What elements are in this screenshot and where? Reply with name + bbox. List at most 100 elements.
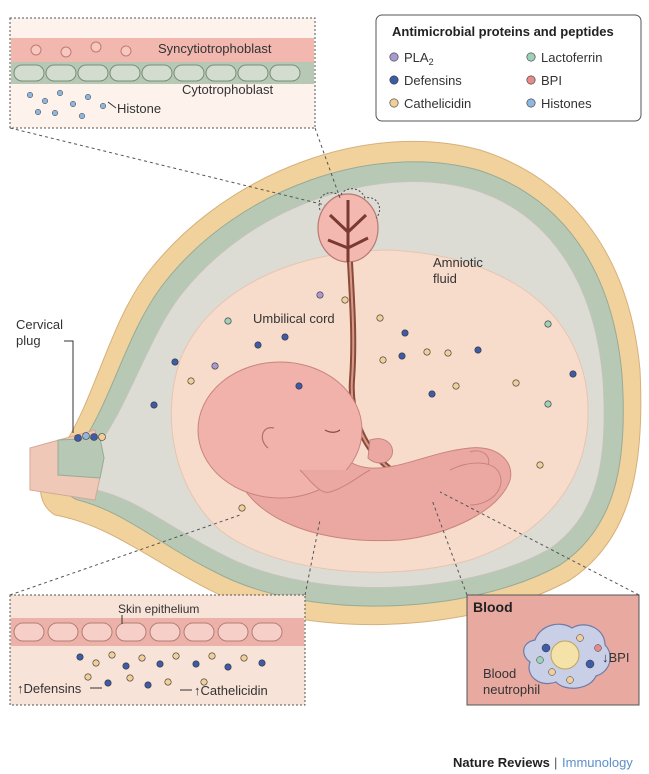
cyto-cell bbox=[142, 65, 172, 81]
blood-inset: Blood ↓BPI Blood neutrophil bbox=[467, 595, 639, 705]
skin-dot-cathelicidin bbox=[93, 660, 99, 666]
amp-dot-cathelicidin bbox=[377, 315, 383, 321]
skin-cell bbox=[48, 623, 78, 641]
amp-dot-lactoferrin bbox=[545, 401, 551, 407]
skin-dot-cathelicidin bbox=[209, 653, 215, 659]
amp-dot-defensin bbox=[475, 347, 481, 353]
granule-bpi bbox=[595, 645, 602, 652]
footer-journal: Immunology bbox=[562, 755, 633, 770]
cervical-plug-label: plug bbox=[16, 333, 41, 348]
amp-dot-defensin bbox=[282, 334, 288, 340]
legend-swatch-histones bbox=[527, 99, 535, 107]
skin-dot-defensin bbox=[77, 654, 83, 660]
amp-dot-cathelicidin bbox=[342, 297, 348, 303]
cyto-cell bbox=[110, 65, 140, 81]
cervical-plug-leader bbox=[64, 341, 73, 433]
histone-dot bbox=[27, 92, 33, 98]
skin-dot-defensin bbox=[157, 661, 163, 667]
histone-dot bbox=[85, 94, 91, 100]
syncytio-nucleus bbox=[31, 45, 41, 55]
skin-cell bbox=[184, 623, 214, 641]
histone-dot bbox=[79, 113, 85, 119]
histone-dot bbox=[100, 103, 106, 109]
skin-dot-cathelicidin bbox=[165, 679, 171, 685]
legend-swatch-bpi bbox=[527, 76, 535, 84]
amp-dot-defensin bbox=[402, 330, 408, 336]
amp-dot-cathelicidin bbox=[513, 380, 519, 386]
granule-defensin bbox=[542, 644, 550, 652]
blood-neutrophil-label: neutrophil bbox=[483, 682, 540, 697]
amp-dot-cathelicidin bbox=[239, 505, 245, 511]
defensins-up-label: ↑Defensins bbox=[17, 681, 82, 696]
cyto-cell bbox=[270, 65, 300, 81]
legend-label-defensins: Defensins bbox=[404, 73, 462, 88]
skin-dot-cathelicidin bbox=[85, 674, 91, 680]
histone-dot bbox=[42, 98, 48, 104]
skin-dot-cathelicidin bbox=[139, 655, 145, 661]
cervical-plug-label: Cervical bbox=[16, 317, 63, 332]
granule-cathelicidin bbox=[577, 635, 584, 642]
footer-separator: | bbox=[554, 755, 557, 770]
granule-lactoferrin bbox=[537, 657, 544, 664]
skin-cell bbox=[150, 623, 180, 641]
skin-dot-defensin bbox=[145, 682, 151, 688]
skin-epithelium-label: Skin epithelium bbox=[118, 602, 199, 616]
legend-label-cathelicidin: Cathelicidin bbox=[404, 96, 471, 111]
placenta-inset: Syncytiotrophoblast Cytotrophoblast Hist… bbox=[10, 18, 315, 128]
histone-dot bbox=[57, 90, 63, 96]
skin-dot-cathelicidin bbox=[173, 653, 179, 659]
legend-label-histones: Histones bbox=[541, 96, 592, 111]
legend-swatch-cathelicidin bbox=[390, 99, 398, 107]
footer: Nature Reviews | Immunology bbox=[453, 755, 633, 770]
fetus-hand bbox=[368, 439, 393, 463]
granule-cathelicidin bbox=[567, 677, 574, 684]
amp-dot-defensin bbox=[399, 353, 405, 359]
legend-label-bpi: BPI bbox=[541, 73, 562, 88]
amniotic-fluid-label: fluid bbox=[433, 271, 457, 286]
amp-dot-cathelicidin bbox=[453, 383, 459, 389]
neutrophil-nucleus bbox=[551, 641, 579, 669]
amp-dot-defensin bbox=[172, 359, 178, 365]
skin-cell bbox=[14, 623, 44, 641]
skin-cell bbox=[116, 623, 146, 641]
cyto-cell bbox=[206, 65, 236, 81]
cyto-cell bbox=[46, 65, 76, 81]
cervical-plug-dot bbox=[91, 434, 98, 441]
skin-dot-cathelicidin bbox=[241, 655, 247, 661]
syncytiotrophoblast-label: Syncytiotrophoblast bbox=[158, 41, 272, 56]
cytotrophoblast-label: Cytotrophoblast bbox=[182, 82, 273, 97]
amp-dot-cathelicidin bbox=[445, 350, 451, 356]
syncytio-nucleus bbox=[91, 42, 101, 52]
amp-dot-cathelicidin bbox=[380, 357, 386, 363]
cervical-plug-dot bbox=[83, 433, 90, 440]
skin-dot-defensin bbox=[123, 663, 129, 669]
skin-cell bbox=[82, 623, 112, 641]
cyto-cell bbox=[174, 65, 204, 81]
legend-label-pla2-main: PLA bbox=[404, 50, 429, 65]
amp-dot-defensin bbox=[570, 371, 576, 377]
syncytio-nucleus bbox=[61, 47, 71, 57]
umbilical-cord-label: Umbilical cord bbox=[253, 311, 335, 326]
cervical-plug-dot bbox=[99, 434, 106, 441]
amp-dot-cathelicidin bbox=[537, 462, 543, 468]
legend-swatch-pla2 bbox=[390, 53, 398, 61]
cyto-cell bbox=[78, 65, 108, 81]
skin-cell bbox=[218, 623, 248, 641]
amp-dot-pla2 bbox=[317, 292, 323, 298]
skin-inset: Skin epithelium ↑Defensins ↑Cathelicidin bbox=[10, 595, 305, 705]
cytotrophoblast-cells bbox=[14, 65, 300, 81]
skin-dot-cathelicidin bbox=[109, 652, 115, 658]
blood-title: Blood bbox=[473, 599, 513, 615]
histone-dot bbox=[35, 109, 41, 115]
bpi-down-label: ↓BPI bbox=[602, 650, 629, 665]
amp-dot-cathelicidin bbox=[424, 349, 430, 355]
syncytio-nucleus bbox=[121, 46, 131, 56]
skin-dot-cathelicidin bbox=[127, 675, 133, 681]
amp-dot-defensin bbox=[255, 342, 261, 348]
histone-label: Histone bbox=[117, 101, 161, 116]
legend: Antimicrobial proteins and peptides PLA2… bbox=[376, 15, 641, 121]
legend-swatch-defensins bbox=[390, 76, 398, 84]
legend-label-lactoferrin: Lactoferrin bbox=[541, 50, 602, 65]
histone-dot bbox=[52, 110, 58, 116]
